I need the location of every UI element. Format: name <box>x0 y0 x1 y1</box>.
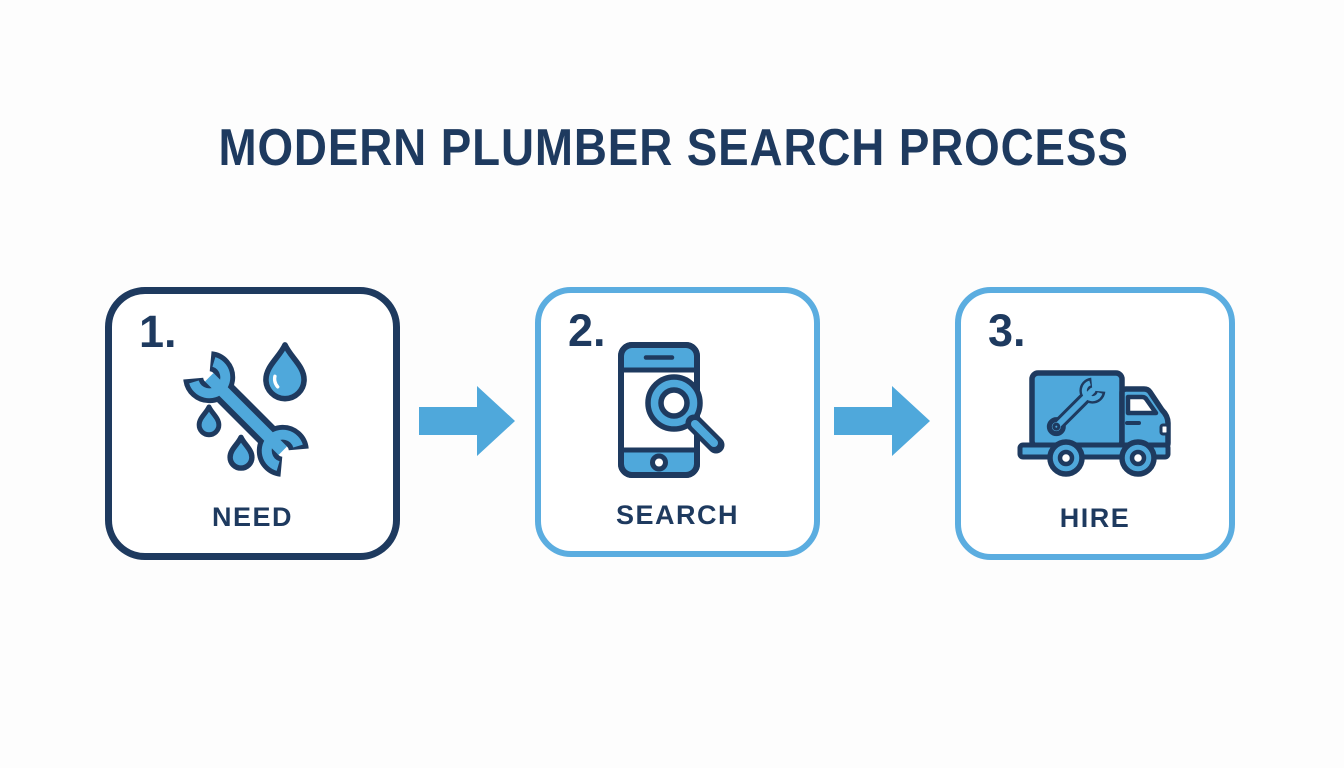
step-label: SEARCH <box>615 500 739 530</box>
step-card-need: 1. <box>105 287 400 560</box>
arrow-right-icon <box>419 384 517 463</box>
phone-magnifier-icon <box>612 339 744 494</box>
wrench-drips-icon <box>163 332 343 492</box>
step-label: HIRE <box>1059 503 1131 533</box>
step-card-hire: 3. <box>955 287 1235 560</box>
service-truck-icon <box>1010 363 1180 486</box>
diagram-title: MODERN PLUMBER SEARCH PROCESS <box>218 119 1129 177</box>
step-label: NEED <box>211 502 293 532</box>
step-number: 1. <box>139 306 177 357</box>
step-number: 2. <box>568 305 606 356</box>
arrow-right-icon <box>834 384 932 463</box>
step-card-search: 2. SEARCH <box>535 287 820 557</box>
step-number: 3. <box>988 305 1026 356</box>
